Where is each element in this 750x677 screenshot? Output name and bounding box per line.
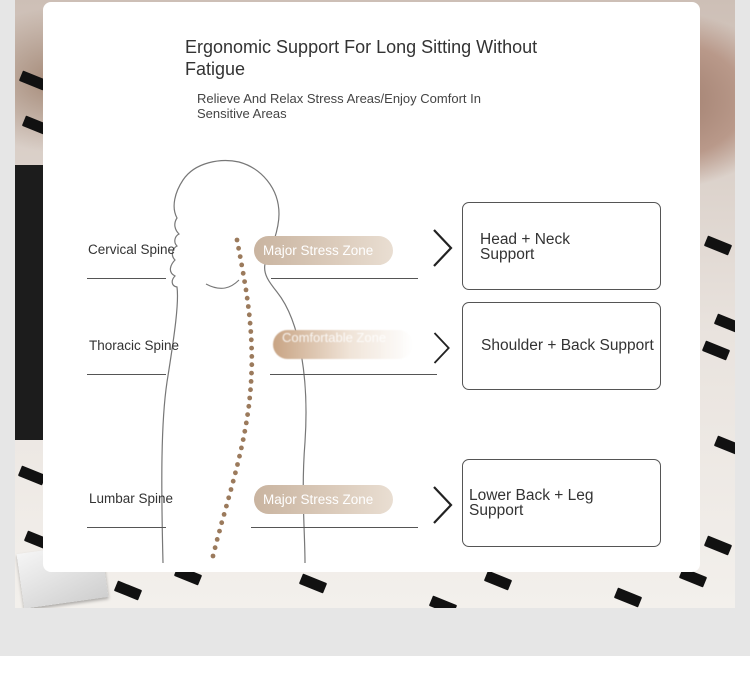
page-subtitle: Relieve And Relax Stress Areas/Enjoy Com… xyxy=(197,91,481,121)
chevron-right-icon xyxy=(433,332,450,364)
zone-badge-cervical: Major Stress Zone xyxy=(254,236,393,265)
divider-line xyxy=(87,374,166,375)
zone-badge-lumbar: Major Stress Zone xyxy=(254,485,393,514)
label-lumbar-spine: Lumbar Spine xyxy=(89,491,174,506)
floor-tile xyxy=(703,535,733,556)
spine-dot xyxy=(245,304,251,309)
divider-line xyxy=(251,527,418,528)
chevron-right-icon xyxy=(433,229,453,267)
spine-dot xyxy=(249,345,255,351)
spine-dot xyxy=(214,537,220,542)
support-box-shoulder-back: Shoulder + Back Support xyxy=(462,302,661,390)
spine-dot xyxy=(239,262,245,268)
spine-dot xyxy=(246,312,252,318)
floor-tile xyxy=(713,313,735,334)
spine-dot xyxy=(234,237,240,243)
label-thoracic-spine: Thoracic Spine xyxy=(89,338,180,353)
floor-tile xyxy=(17,465,47,486)
spine-dot xyxy=(244,295,250,301)
spine-dot xyxy=(212,545,218,551)
spine-dot xyxy=(228,487,234,492)
spine-dot xyxy=(248,337,254,343)
spine-dot xyxy=(242,428,248,434)
spine-dots xyxy=(210,237,255,559)
floor-tile xyxy=(703,235,733,256)
floor-tile xyxy=(298,573,328,594)
support-box-lower-back-leg: Lower Back + Leg Support xyxy=(462,459,661,547)
floor-tile xyxy=(613,587,643,608)
spine-dot xyxy=(210,553,216,559)
spine-dot xyxy=(219,520,225,526)
spine-dot xyxy=(239,445,244,451)
spine-dot xyxy=(242,279,248,284)
spine-dot xyxy=(247,320,253,326)
floor-tile xyxy=(428,595,458,608)
infographic-card: Ergonomic Support For Long Sitting Witho… xyxy=(43,2,700,572)
spine-dot xyxy=(240,270,246,276)
support-label-shoulder-back: Shoulder + Back Support xyxy=(481,337,654,354)
floor-tile xyxy=(113,580,143,601)
chevron-right-icon xyxy=(433,486,453,524)
page-title: Ergonomic Support For Long Sitting Witho… xyxy=(185,37,538,79)
zone-badge-thoracic: Comfortable Zone xyxy=(273,330,413,359)
spine-dot xyxy=(247,395,253,401)
floor-tile xyxy=(701,340,731,361)
spine-dot xyxy=(248,387,253,393)
divider-line xyxy=(271,278,418,279)
spine-dot xyxy=(248,329,254,334)
label-cervical-spine: Cervical Spine xyxy=(88,242,176,257)
spine-dot xyxy=(237,453,242,459)
floor-tile xyxy=(483,570,513,591)
bottom-strip xyxy=(0,656,750,677)
support-label-lower-back-leg: Lower Back + Leg Support xyxy=(469,487,594,519)
support-label-head-neck: Head + Neck Support xyxy=(480,231,571,263)
spine-dot xyxy=(245,412,251,417)
divider-line xyxy=(87,278,166,279)
spine-dot xyxy=(243,287,249,293)
spine-dot xyxy=(246,403,252,409)
spine-dot xyxy=(236,245,242,251)
spine-dot xyxy=(248,379,254,384)
spine-dot xyxy=(237,254,243,259)
spine-dot xyxy=(240,437,246,442)
spine-dot xyxy=(221,512,227,517)
spine-dot xyxy=(224,503,229,509)
spine-dot xyxy=(249,370,254,376)
spine-dot xyxy=(217,528,222,534)
support-box-head-neck: Head + Neck Support xyxy=(462,202,661,290)
spine-dot xyxy=(230,478,236,484)
floor-tile xyxy=(713,435,735,456)
spine-dot xyxy=(249,362,255,368)
spine-dot xyxy=(249,354,255,359)
spine-dot xyxy=(233,470,238,476)
spine-dot xyxy=(235,462,240,467)
spine-dot xyxy=(226,495,232,501)
human-silhouette-icon xyxy=(161,159,307,564)
divider-line xyxy=(270,374,437,375)
spine-dot xyxy=(243,420,249,426)
divider-line xyxy=(87,527,166,528)
